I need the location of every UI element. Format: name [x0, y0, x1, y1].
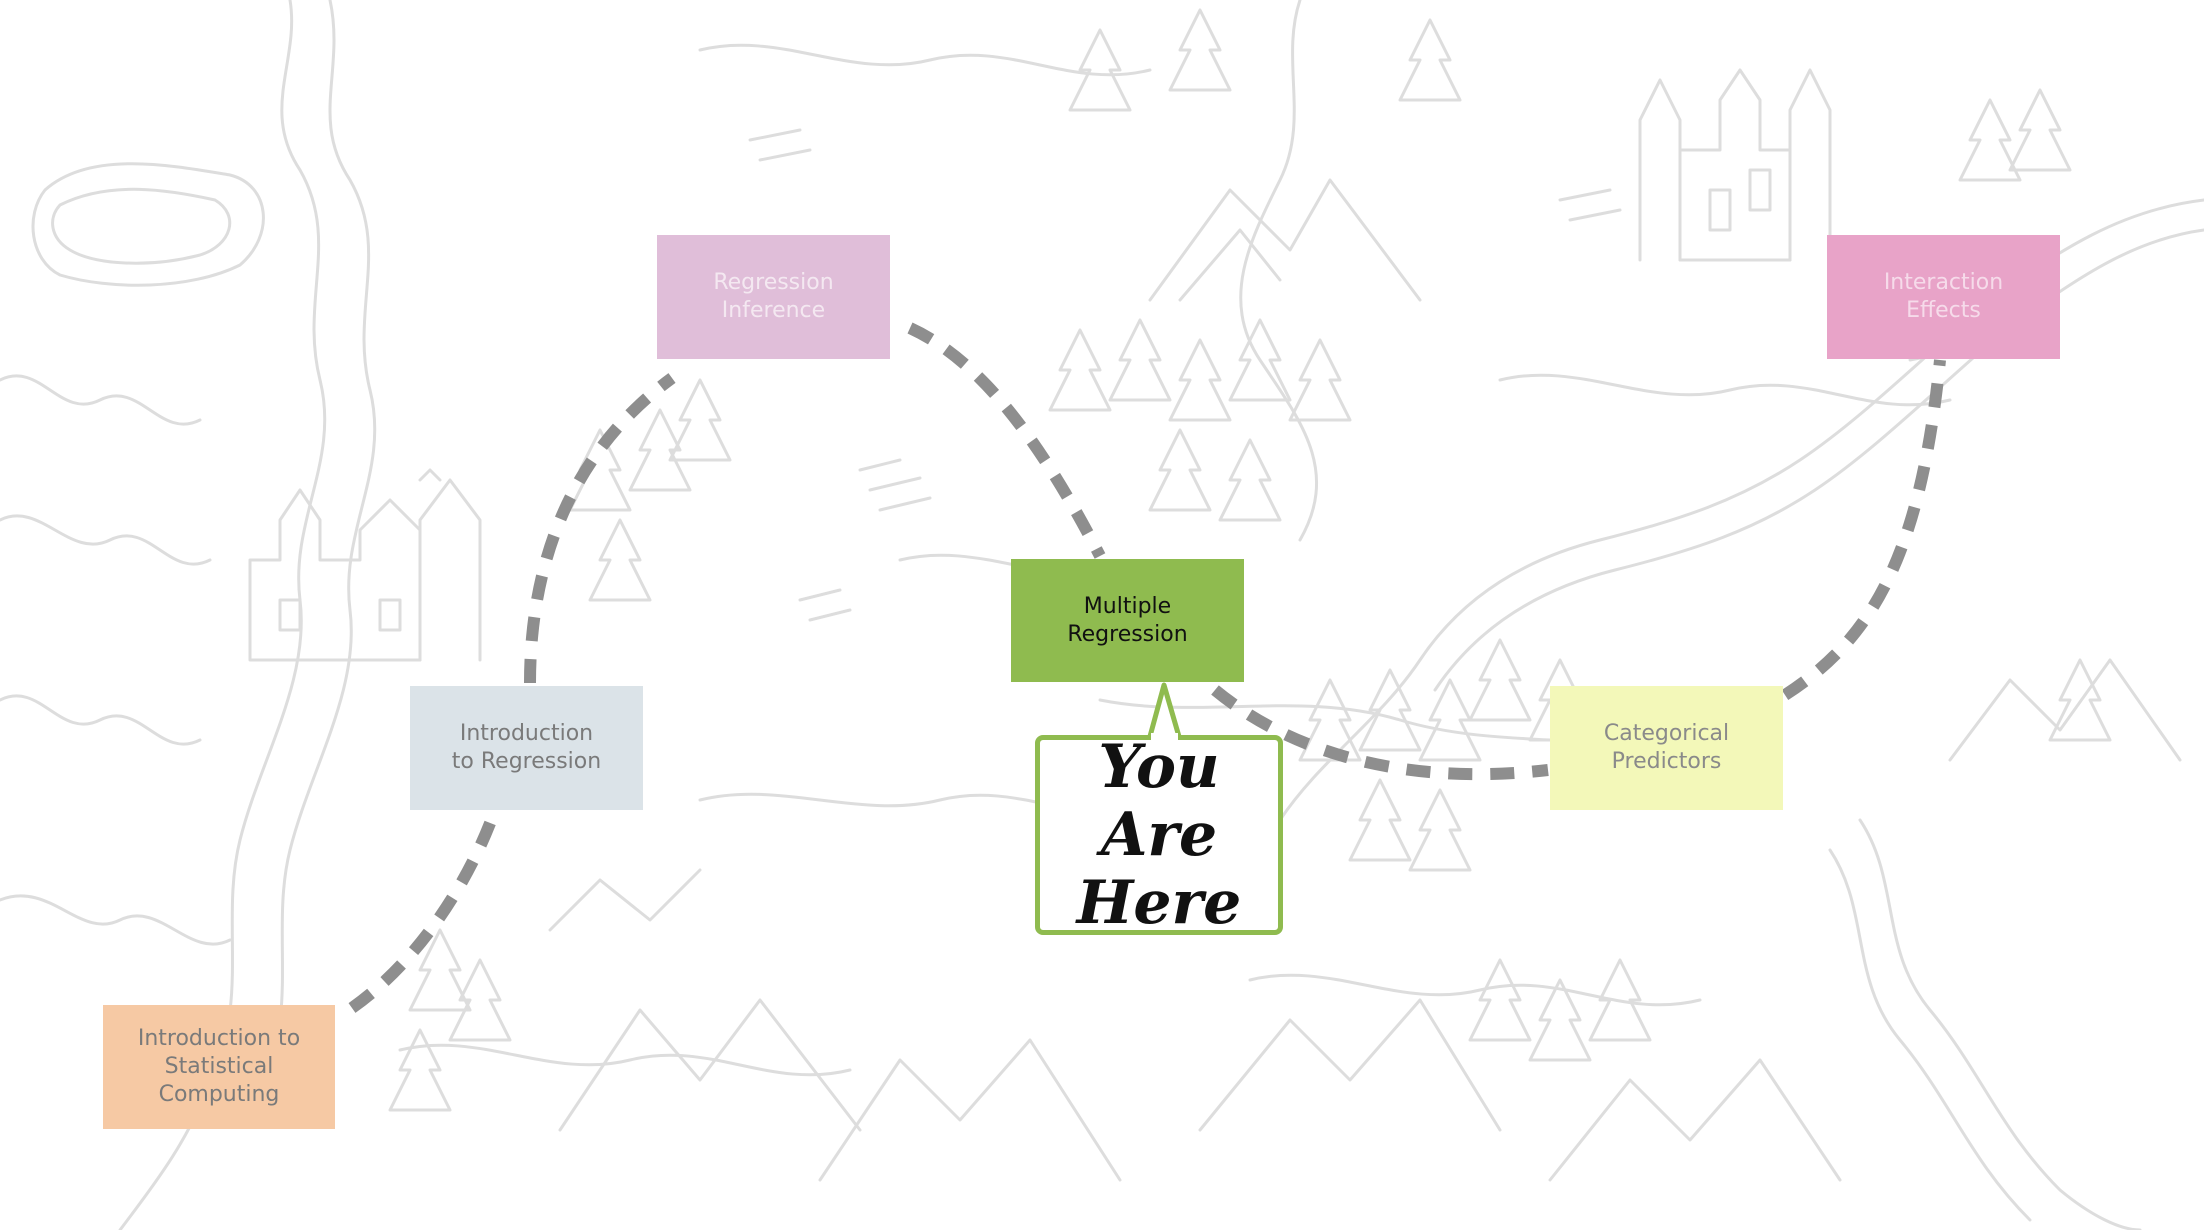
- lake-outline: [31, 162, 265, 287]
- path-segment-4: [1211, 685, 1549, 781]
- castle-icon: [248, 468, 482, 662]
- node-intro-statistical-computing[interactable]: Introduction to Statistical Computing: [103, 1005, 335, 1129]
- path-segment-2: [524, 373, 676, 684]
- node-label: Introduction to Regression: [451, 721, 602, 774]
- castle-icon: [1638, 68, 1832, 262]
- node-interaction-effects[interactable]: Interaction Effects: [1827, 235, 2060, 359]
- node-label: Regression Inference: [713, 270, 834, 323]
- node-regression-inference[interactable]: Regression Inference: [657, 235, 890, 359]
- node-label: Introduction to Statistical Computing: [137, 1026, 301, 1107]
- node-multiple-regression[interactable]: Multiple Regression: [1011, 559, 1244, 682]
- you-are-here-callout: You Are Here: [1035, 732, 1283, 938]
- node-label: Interaction Effects: [1883, 270, 2004, 323]
- node-categorical-predictors[interactable]: Categorical Predictors: [1550, 686, 1783, 810]
- path-segment-5: [1781, 359, 1946, 701]
- mountain-icon: [1148, 178, 1422, 302]
- tree-icon: [1048, 318, 1352, 522]
- path-segment-3: [907, 322, 1106, 559]
- node-label: Multiple Regression: [1067, 593, 1188, 647]
- node-label: Categorical Predictors: [1603, 721, 1730, 774]
- callout-text: You Are Here: [1076, 732, 1242, 938]
- node-intro-regression[interactable]: Introduction to Regression: [410, 686, 643, 810]
- path-segment-1: [348, 807, 501, 1013]
